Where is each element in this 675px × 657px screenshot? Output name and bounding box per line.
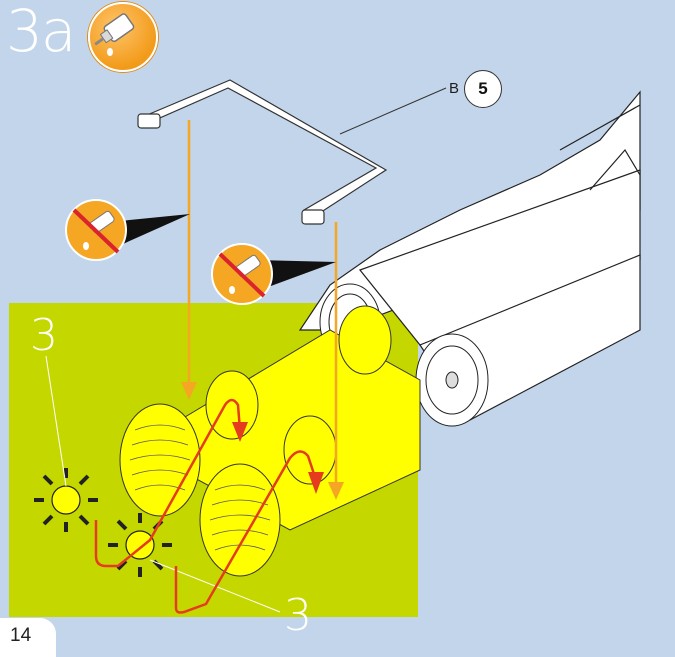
orange-arrowhead xyxy=(328,482,344,500)
part-letter: B xyxy=(449,80,460,97)
red-arrowhead xyxy=(232,422,248,442)
red-arrowhead xyxy=(308,472,324,494)
part-leader-line xyxy=(339,87,447,135)
no-glue-icon xyxy=(65,199,190,261)
part-quantity-badge: 5 xyxy=(464,70,502,108)
step-number: 3a xyxy=(6,0,76,65)
glue-tube-icon xyxy=(88,2,158,72)
orange-placement-arrows xyxy=(187,120,338,485)
page-number-tab xyxy=(0,618,56,657)
callout-leader-left xyxy=(45,355,67,487)
orange-arrowhead xyxy=(181,382,197,400)
part-b-bracket xyxy=(137,79,388,225)
callout-number-left: 3 xyxy=(30,310,58,361)
callout-number-bottom: 3 xyxy=(284,590,312,641)
yellow-engine-assembly xyxy=(119,305,421,577)
fan-part-left xyxy=(34,468,98,532)
red-guide-lines xyxy=(94,398,318,614)
fan-part-center xyxy=(108,513,172,577)
no-glue-icon xyxy=(211,243,336,305)
page-number: 14 xyxy=(10,625,32,646)
